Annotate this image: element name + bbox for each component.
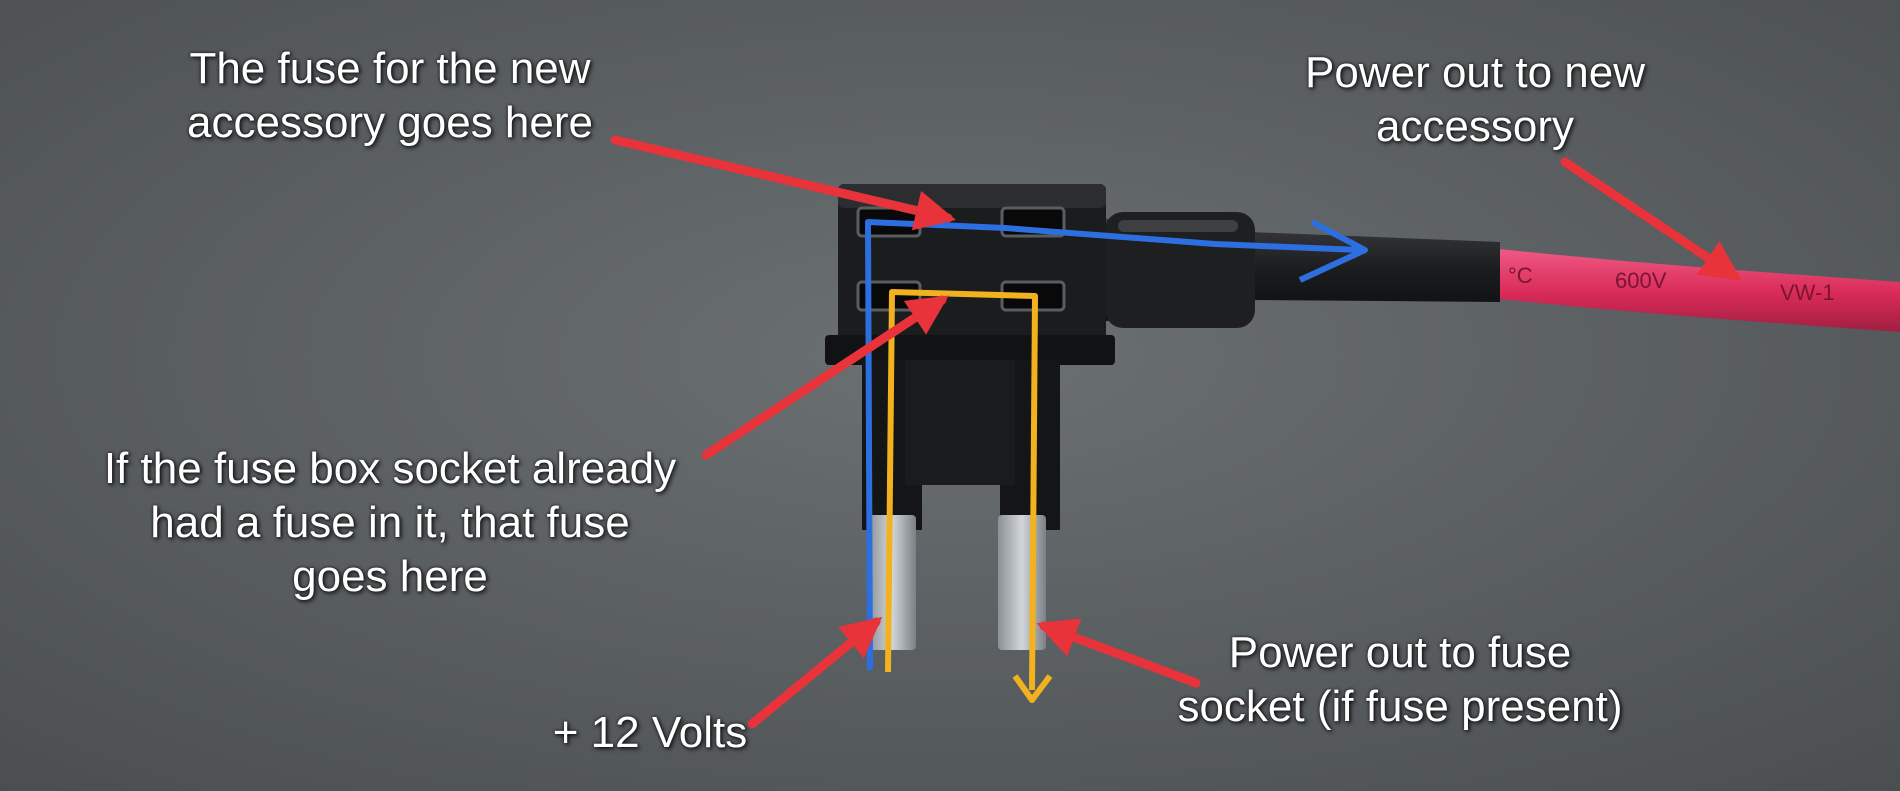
svg-text:°C: °C — [1508, 263, 1533, 288]
yellow-current-path — [885, 289, 1038, 691]
arrow-existing-fuse — [701, 295, 949, 460]
caption-line: goes here — [292, 552, 488, 601]
caption-line: accessory goes here — [187, 98, 593, 147]
callout-arrows — [610, 135, 1742, 729]
wire-print: °C 600V VW-1 — [1508, 263, 1835, 305]
caption-line: Power out to fuse — [1228, 628, 1572, 677]
arrow-power-socket — [1036, 618, 1201, 688]
caption-power-out-accessory: Power out to new accessory — [1245, 46, 1705, 154]
caption-line: If the fuse box socket already — [103, 444, 677, 493]
blue-current-path — [865, 219, 1361, 671]
left-blade — [868, 515, 916, 650]
caption-line: The fuse for the new — [189, 44, 591, 93]
red-wire — [1490, 248, 1900, 332]
svg-text:VW-1: VW-1 — [1780, 280, 1835, 305]
arrow-12v — [747, 616, 883, 729]
caption-line: + 12 Volts — [552, 708, 748, 757]
caption-line: had a fuse in it, that fuse — [150, 498, 630, 547]
caption-line: socket (if fuse present) — [1177, 682, 1623, 731]
yellow-arrow-head — [1012, 674, 1053, 703]
caption-plus-12-volts: + 12 Volts — [500, 706, 800, 760]
arrow-new-fuse — [610, 135, 956, 231]
caption-line: Power out to new — [1305, 48, 1645, 97]
stem-bridge — [905, 360, 1015, 485]
fuse-tap-base — [825, 335, 1115, 365]
right-blade — [998, 515, 1046, 650]
caption-new-accessory-fuse: The fuse for the new accessory goes here — [150, 42, 630, 150]
arrow-power-accessory — [1560, 157, 1742, 281]
caption-line: accessory — [1375, 102, 1575, 151]
svg-text:600V: 600V — [1615, 268, 1667, 293]
blue-arrow-head — [1298, 219, 1368, 283]
caption-power-out-fuse-socket: Power out to fuse socket (if fuse presen… — [1140, 626, 1660, 734]
caption-existing-fuse: If the fuse box socket already had a fus… — [60, 442, 720, 604]
